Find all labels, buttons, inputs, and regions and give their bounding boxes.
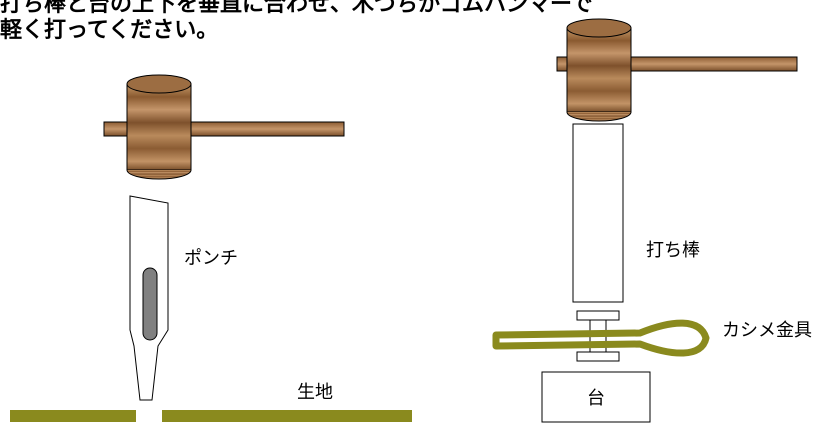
punch-tool [129,195,169,401]
table-label: 台 [587,388,605,409]
table-block [541,371,651,423]
striking-rod [572,123,624,303]
fabric-label: 生地 [297,382,333,403]
punch-slot [142,267,158,341]
striking-rod-label: 打ち棒 [646,240,700,261]
instruction-line-2: 軽く打ってください。 [0,18,219,43]
left-mallet-head [126,74,192,180]
rivet-bottom-cap [576,351,620,362]
fastener-label: カシメ金具 [722,320,812,341]
right-mallet [556,18,798,122]
fabric [10,410,412,422]
fastener-strap [492,319,710,357]
punch-label: ポンチ [184,248,238,269]
rivet-top-cap [576,310,620,321]
fabric-right-piece [162,410,412,422]
fabric-left-piece [10,410,136,422]
instruction-line-1: 打ち棒と台の上下を垂直に合わせ、木づちかゴムハンマーで [0,0,593,17]
left-mallet [103,74,345,180]
fastener-assembly [492,310,710,362]
right-mallet-head [566,18,632,122]
